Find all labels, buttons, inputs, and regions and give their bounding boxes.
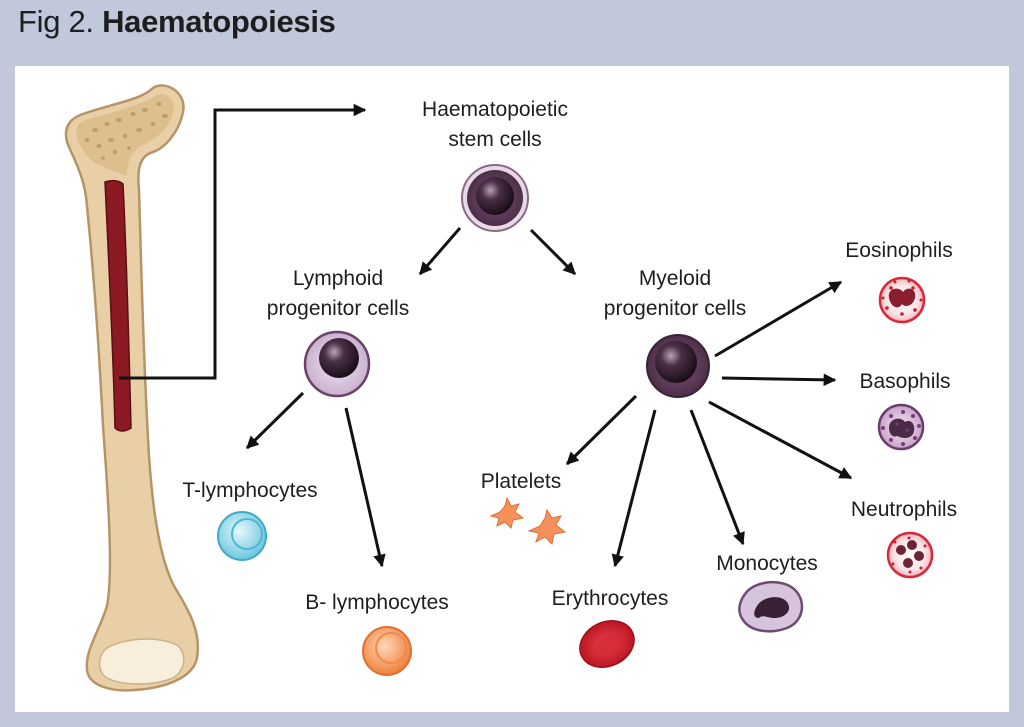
eosinophil-cell xyxy=(878,276,926,324)
label-b-lymphocytes: B- lymphocytes xyxy=(305,591,449,614)
diagram-panel: Haematopoietic stem cells Lymphoid proge… xyxy=(15,66,1009,712)
figure-title-text: Haematopoiesis xyxy=(102,4,336,39)
arrow-myeloid-to-monocytes xyxy=(689,409,745,546)
label-erythrocytes: Erythrocytes xyxy=(552,587,669,610)
bone-to-stem-arrow xyxy=(119,103,367,380)
figure-title: Fig 2. Haematopoiesis xyxy=(18,4,336,40)
label-stem-line2: stem cells xyxy=(448,128,541,151)
neutrophil-cell xyxy=(886,531,934,579)
label-monocytes: Monocytes xyxy=(716,552,818,575)
monocyte-cell xyxy=(738,581,804,633)
b-lymphocyte-cell xyxy=(362,626,412,676)
lymphoid-progenitor-cell xyxy=(303,330,371,398)
flow-arrows xyxy=(245,227,853,568)
label-myeloid-line1: Myeloid xyxy=(639,267,711,290)
label-platelets: Platelets xyxy=(481,470,562,493)
arrow-myeloid-to-eosinophils xyxy=(714,280,843,358)
label-neutrophils: Neutrophils xyxy=(851,498,957,521)
arrow-stem-to-myeloid xyxy=(529,228,577,276)
label-stem-line1: Haematopoietic xyxy=(422,98,568,121)
platelet-cells xyxy=(489,496,567,546)
stem-cell xyxy=(461,164,529,232)
erythrocyte-cell xyxy=(579,620,635,668)
arrow-lymphoid-to-b xyxy=(344,407,386,568)
label-lymphoid-line1: Lymphoid xyxy=(293,267,383,290)
label-myeloid-line2: progenitor cells xyxy=(604,297,746,320)
label-lymphoid-line2: progenitor cells xyxy=(267,297,409,320)
femur-bone xyxy=(64,84,200,692)
arrow-myeloid-to-erythrocytes xyxy=(611,409,657,568)
basophil-cell xyxy=(877,403,925,451)
arrow-myeloid-to-neutrophils xyxy=(708,400,853,480)
myeloid-progenitor-cell xyxy=(646,334,710,398)
arrow-stem-to-lymphoid xyxy=(418,227,462,275)
figure-number: Fig 2. xyxy=(18,4,94,39)
arrow-lymphoid-to-t xyxy=(245,391,305,450)
arrow-myeloid-to-basophils xyxy=(721,373,837,387)
t-lymphocyte-cell xyxy=(217,511,267,561)
arrow-myeloid-to-platelets xyxy=(565,394,638,466)
label-eosinophils: Eosinophils xyxy=(845,239,952,262)
label-basophils: Basophils xyxy=(859,370,950,393)
haematopoiesis-diagram: Haematopoietic stem cells Lymphoid proge… xyxy=(64,84,957,692)
label-t-lymphocytes: T-lymphocytes xyxy=(182,479,317,502)
